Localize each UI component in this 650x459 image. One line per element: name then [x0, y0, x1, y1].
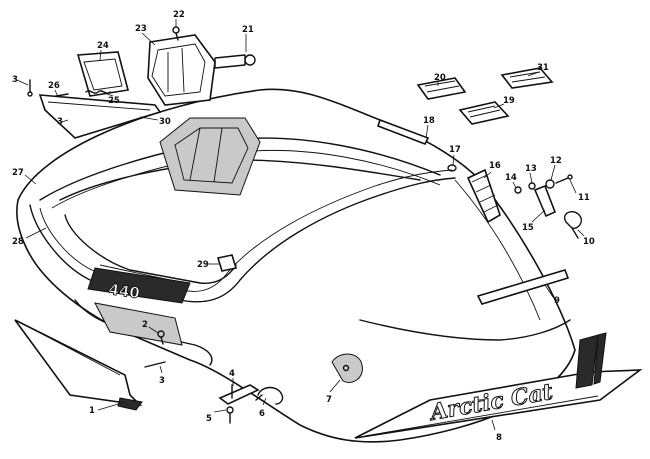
callout-13: 13 — [525, 164, 537, 174]
callout-14: 14 — [505, 173, 517, 183]
part-5-fastener — [226, 406, 234, 424]
callout-19: 19 — [503, 96, 515, 106]
part-14-spacer — [514, 186, 522, 194]
part-7-grommet — [331, 353, 363, 383]
part-9-side-trim — [476, 269, 570, 305]
callout-3-lower: 3 — [159, 376, 165, 386]
callout-28: 28 — [12, 237, 24, 247]
model-number-decal: 440 — [87, 267, 191, 304]
part-21-bulb — [214, 54, 256, 69]
callout-10: 10 — [583, 237, 595, 247]
part-3-screw-upper-left — [27, 79, 33, 97]
callout-21: 21 — [242, 25, 254, 35]
callout-1: 1 — [89, 406, 95, 416]
callout-24: 24 — [97, 41, 109, 51]
callout-3-upper: 3 — [12, 75, 18, 85]
callout-20: 20 — [434, 73, 446, 83]
callout-6: 6 — [259, 409, 265, 419]
callout-2: 2 — [142, 320, 148, 330]
callout-labels: 1 2 3 3 3 4 5 6 7 8 9 10 11 12 13 14 15 … — [12, 10, 595, 443]
part-16-side-vent — [466, 168, 501, 224]
part-4-bracket — [218, 384, 260, 405]
callout-17: 17 — [449, 145, 461, 155]
part-23-headlight — [147, 34, 216, 106]
callout-5: 5 — [206, 414, 212, 424]
leader-lines — [16, 19, 585, 431]
callout-29: 29 — [197, 260, 209, 270]
callout-31: 31 — [537, 63, 549, 73]
model-number-text: 440 — [107, 280, 141, 302]
part-25-adjust-spring — [85, 90, 111, 94]
part-24-headlight-frame — [76, 51, 129, 97]
callout-27: 27 — [12, 168, 24, 178]
part-17-grommet — [447, 164, 457, 172]
callout-18: 18 — [423, 116, 435, 126]
callout-26: 26 — [48, 81, 60, 91]
part-11-bolt — [555, 174, 573, 184]
part-31-decal — [500, 67, 554, 89]
part-12-washer — [545, 179, 555, 189]
part-13-nut — [528, 182, 536, 190]
callout-16: 16 — [489, 161, 501, 171]
callout-22: 22 — [173, 10, 185, 20]
part-6-clip — [255, 386, 284, 405]
part-18-trim-strip — [376, 118, 430, 146]
callout-23: 23 — [135, 24, 147, 34]
callout-11: 11 — [578, 193, 590, 203]
part-3-screw-lower — [144, 361, 166, 368]
part-15-hinge-link — [533, 184, 557, 218]
part-29-clip — [216, 254, 238, 272]
hood-body — [16, 88, 576, 443]
callout-7: 7 — [326, 395, 332, 405]
callout-25: 25 — [108, 96, 120, 106]
callout-4: 4 — [229, 369, 235, 379]
part-20-decal — [416, 77, 467, 100]
callout-30: 30 — [159, 117, 171, 127]
callout-15: 15 — [522, 223, 534, 233]
part-1-side-panel — [14, 319, 143, 411]
part-2-bolt — [157, 330, 165, 345]
callout-12: 12 — [550, 156, 562, 166]
part-30-bracket — [38, 94, 162, 139]
callout-3-mid: 3 — [57, 117, 63, 127]
callout-9: 9 — [554, 296, 560, 306]
callout-8: 8 — [496, 433, 502, 443]
part-10-latch — [563, 211, 582, 239]
